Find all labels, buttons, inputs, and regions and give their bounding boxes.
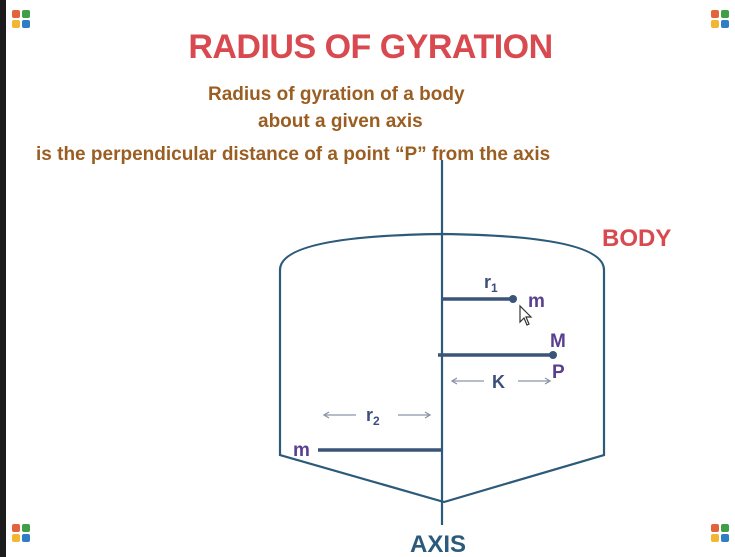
r1-label: r1 — [484, 272, 498, 295]
definition-line-2: about a given axis — [258, 111, 423, 132]
mass-big-point — [549, 351, 557, 359]
definition-line-1: Radius of gyration of a body — [208, 84, 465, 105]
cursor-icon — [519, 304, 533, 326]
point-label: P — [552, 362, 565, 383]
slide: RADIUS OF GYRATION Radius of gyration of… — [6, 0, 735, 557]
mass-left-label: m — [293, 440, 310, 461]
body-outline — [278, 232, 606, 504]
definition-line-3: is the perpendicular distance of a point… — [36, 144, 551, 165]
mass-top-point — [509, 295, 517, 303]
gyration-diagram: BODY AXIS r1 m M P K r2 m — [278, 160, 671, 557]
r2-label: r2 — [366, 405, 380, 428]
slide-title: RADIUS OF GYRATION — [188, 28, 553, 66]
app-logo-icon — [12, 524, 30, 542]
mass-big-label: M — [550, 331, 566, 352]
mass-top-label: m — [528, 291, 545, 312]
app-logo-icon — [12, 10, 30, 28]
r2-dimension-arrows — [322, 411, 432, 419]
axis-label: AXIS — [410, 531, 466, 557]
app-logo-icon — [711, 10, 729, 28]
app-logo-icon — [711, 524, 729, 542]
k-label: K — [492, 372, 505, 392]
k-dimension-arrows — [450, 377, 552, 385]
body-label: BODY — [602, 225, 671, 252]
